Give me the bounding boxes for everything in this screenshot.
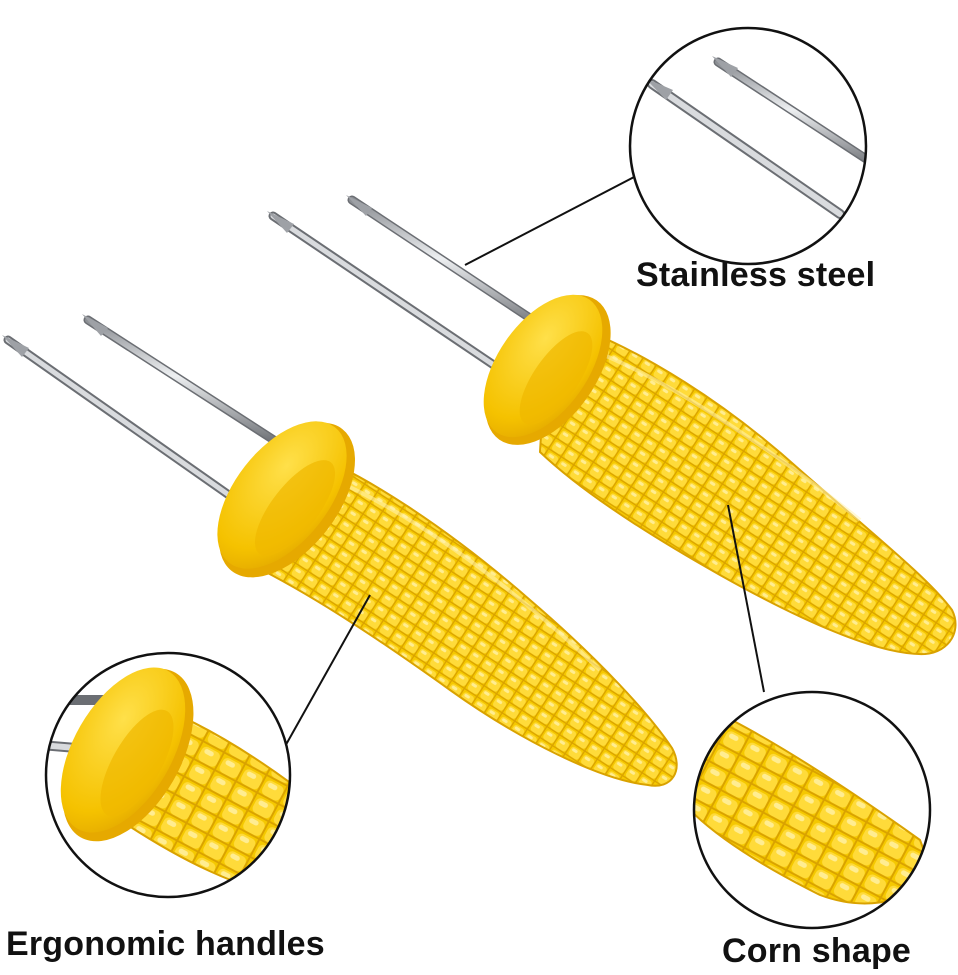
caption-stainless-steel: Stainless steel — [636, 256, 876, 294]
caption-corn-shape: Corn shape — [722, 932, 912, 970]
corn-body-back — [538, 316, 957, 656]
handle-ring-back — [483, 294, 611, 445]
detail-circle-handle — [44, 651, 292, 899]
caption-ergonomic-handles: Ergonomic handles — [6, 925, 325, 963]
handle-ring-front — [217, 421, 355, 578]
detail-circle-steel — [628, 26, 868, 266]
steel-prongs-front — [2, 314, 285, 505]
steel-prongs-back — [267, 195, 553, 381]
callout-lines — [282, 174, 765, 751]
corn-holder-front — [2, 314, 678, 787]
corn-holder-back — [267, 195, 957, 656]
corn-body-front — [260, 448, 678, 787]
detail-circle-corn — [692, 690, 932, 930]
